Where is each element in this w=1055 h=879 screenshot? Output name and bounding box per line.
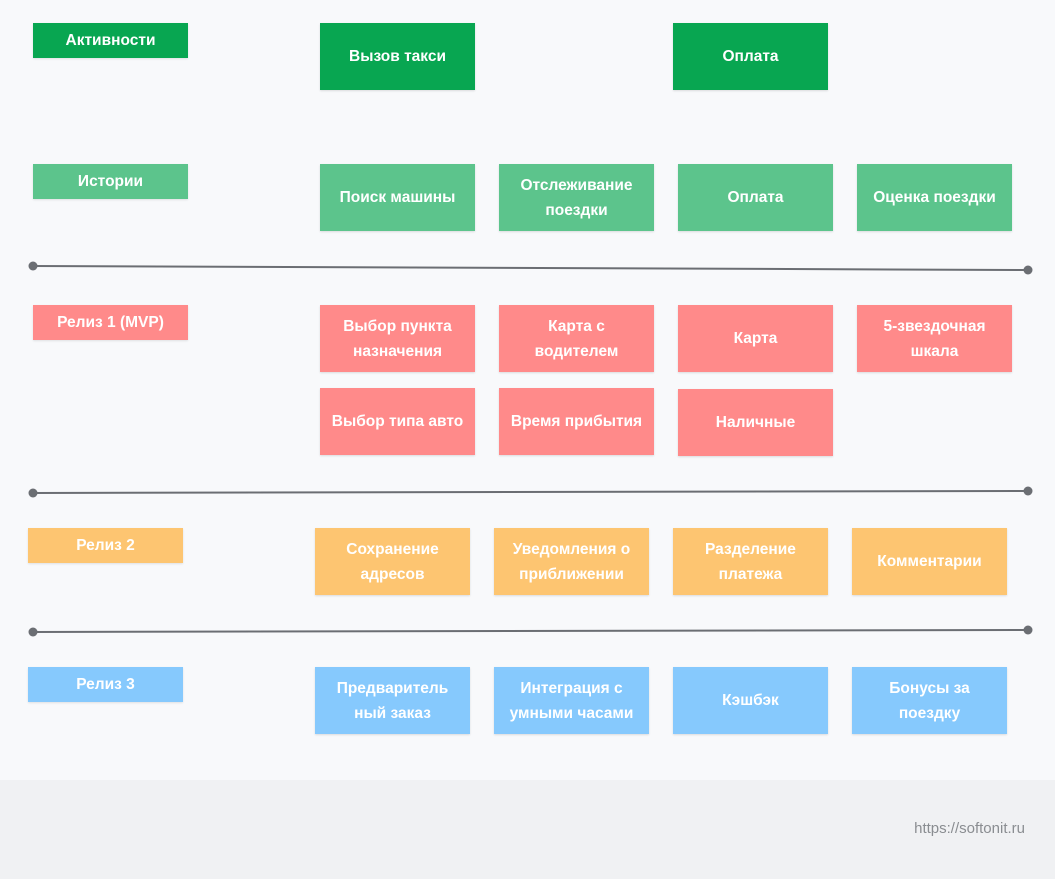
activity-card: Вызов такси (320, 23, 475, 90)
release-3-card: Бонусы за поездку (852, 667, 1007, 734)
release-2-card: Уведомления о приближении (494, 528, 649, 595)
story-map-board: Активности Истории Релиз 1 (MVP) Релиз 2… (28, 23, 1033, 734)
divider-line-3 (32, 629, 1029, 633)
row-label-release-3: Релиз 3 (28, 667, 183, 702)
release-3-card: Кэшбэк (673, 667, 828, 734)
release-2-card: Комментарии (852, 528, 1007, 595)
story-card: Оплата (678, 164, 833, 231)
row-label-activities: Активности (33, 23, 188, 58)
row-label-stories: Истории (33, 164, 188, 199)
divider-dot (1023, 625, 1033, 635)
release-1-card: Выбор пункта назначения (320, 305, 475, 372)
divider-dot (28, 261, 38, 271)
release-1-card: Карта (678, 305, 833, 372)
release-3-card: Интеграция с умными часами (494, 667, 649, 734)
story-card: Отслеживание поездки (499, 164, 654, 231)
row-label-release-1: Релиз 1 (MVP) (33, 305, 188, 340)
release-1-card: Выбор типа авто (320, 388, 475, 455)
release-dividers (28, 261, 1033, 637)
release-1-card: Карта с водителем (499, 305, 654, 372)
release-1-card: Наличные (678, 389, 833, 456)
footer-url: https://softonit.ru (914, 820, 1025, 837)
release-1-card: Время прибытия (499, 388, 654, 455)
story-card: Оценка поездки (857, 164, 1012, 231)
release-1-card: 5-звездочная шкала (857, 305, 1012, 372)
divider-dot (28, 488, 38, 498)
divider-line-2 (32, 490, 1029, 494)
divider-line-1 (32, 265, 1029, 271)
story-card: Поиск машины (320, 164, 475, 231)
footer: https://softonit.ru (0, 780, 1055, 879)
divider-dot (1023, 265, 1033, 275)
divider-dot (28, 627, 38, 637)
release-3-card: Предваритель ный заказ (315, 667, 470, 734)
row-label-release-2: Релиз 2 (28, 528, 183, 563)
release-2-card: Сохранение адресов (315, 528, 470, 595)
release-2-card: Разделение платежа (673, 528, 828, 595)
divider-dot (1023, 486, 1033, 496)
activity-card: Оплата (673, 23, 828, 90)
